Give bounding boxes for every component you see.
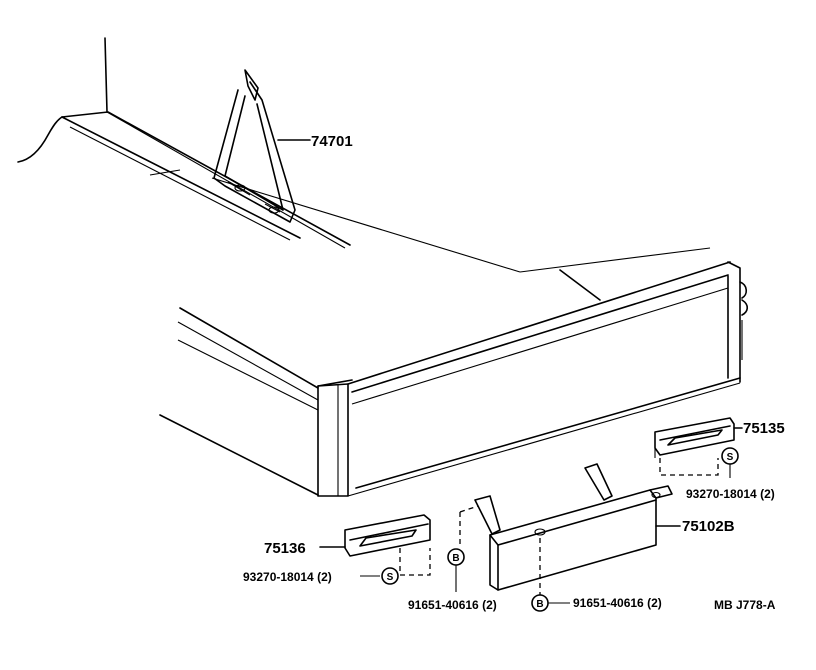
diagram-reference-code: MB J778-A <box>714 598 776 612</box>
badge-s-left: S <box>381 567 399 585</box>
svg-text:S: S <box>387 572 394 583</box>
dash-75136 <box>399 548 431 576</box>
step-tray-75102b <box>474 463 673 591</box>
label-75135: 75135 <box>743 420 785 437</box>
truck-bed-outline <box>17 37 749 497</box>
bracket-75136 <box>344 514 431 557</box>
label-bolt-left: 91651-40616 (2) <box>408 598 497 612</box>
triangle-brace-74701 <box>213 69 296 223</box>
label-bolt-right: 91651-40616 (2) <box>573 596 662 610</box>
badge-b-left: B <box>447 548 465 566</box>
label-fastener-left: 93270-18014 (2) <box>243 570 332 584</box>
svg-text:S: S <box>727 452 734 463</box>
badge-b-right: B <box>531 594 549 612</box>
label-75136: 75136 <box>264 540 306 557</box>
svg-text:B: B <box>452 553 459 564</box>
svg-text:B: B <box>536 599 543 610</box>
label-75102b: 75102B <box>682 518 735 535</box>
dash-75135 <box>659 458 719 476</box>
dash-bolt-left-top <box>459 505 479 513</box>
bracket-75135 <box>654 417 735 458</box>
badge-s-right: S <box>721 447 739 465</box>
label-74701: 74701 <box>311 133 353 150</box>
label-fastener-right: 93270-18014 (2) <box>686 487 775 501</box>
